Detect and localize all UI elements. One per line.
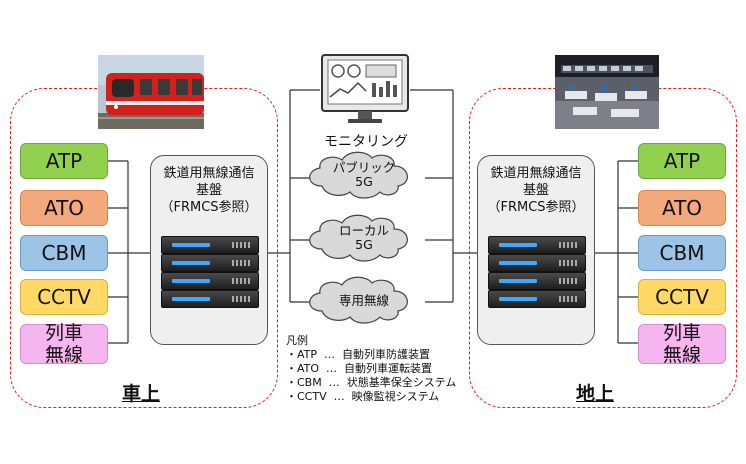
system-box-cctv-ground: CCTV	[638, 279, 726, 315]
system-box-train-radio-ground: 列車 無線	[638, 322, 726, 366]
infra-title-line-2: 基盤	[522, 183, 549, 198]
legend-item-cbm: ・CBM … 状態基準保全システム	[286, 376, 457, 389]
train-photo	[98, 55, 204, 129]
legend-item-cctv: ・CCTV … 映像監視システム	[286, 390, 440, 403]
infra-title-line-3: （FRMCS参照）	[160, 200, 258, 215]
infra-title-line-1: 鉄道用無線通信	[490, 166, 582, 181]
system-box-atp-onboard: ATP	[20, 143, 108, 179]
control-room-photo	[555, 55, 659, 129]
radio-infra-ground: 鉄道用無線通信 基盤 （FRMCS参照）	[477, 155, 595, 345]
network-label-local-5g: ローカル 5G	[338, 223, 389, 252]
cloud-icon	[309, 214, 408, 262]
legend-item-ato: ・ATO … 自動列車運転装置	[286, 362, 433, 375]
infra-title-line-1: 鉄道用無線通信	[163, 166, 255, 181]
system-box-train-radio-onboard: 列車 無線	[20, 322, 108, 366]
infra-title-line-3: （FRMCS参照）	[487, 200, 585, 215]
network-label-dedicated-radio: 専用無線	[338, 293, 389, 308]
ground-label: 地上	[576, 383, 615, 405]
onboard-label: 車上	[122, 383, 161, 405]
cloud-icon	[309, 276, 408, 324]
legend-item-atp: ・ATP … 自動列車防護装置	[286, 348, 431, 361]
radio-infra-onboard: 鉄道用無線通信 基盤 （FRMCS参照）	[150, 155, 268, 345]
monitor-icon	[320, 53, 410, 127]
infra-title-line-2: 基盤	[195, 183, 222, 198]
monitor-label: モニタリング	[324, 134, 408, 150]
cloud-icon	[309, 151, 408, 199]
system-box-cbm-onboard: CBM	[20, 235, 108, 271]
system-box-cctv-onboard: CCTV	[20, 279, 108, 315]
legend-title: 凡例	[286, 334, 308, 347]
system-box-ato-onboard: ATO	[20, 190, 108, 226]
system-box-ato-ground: ATO	[638, 190, 726, 226]
system-box-atp-ground: ATP	[638, 143, 726, 179]
network-label-public-5g: パブリック 5G	[332, 160, 396, 189]
system-box-cbm-ground: CBM	[638, 235, 726, 271]
